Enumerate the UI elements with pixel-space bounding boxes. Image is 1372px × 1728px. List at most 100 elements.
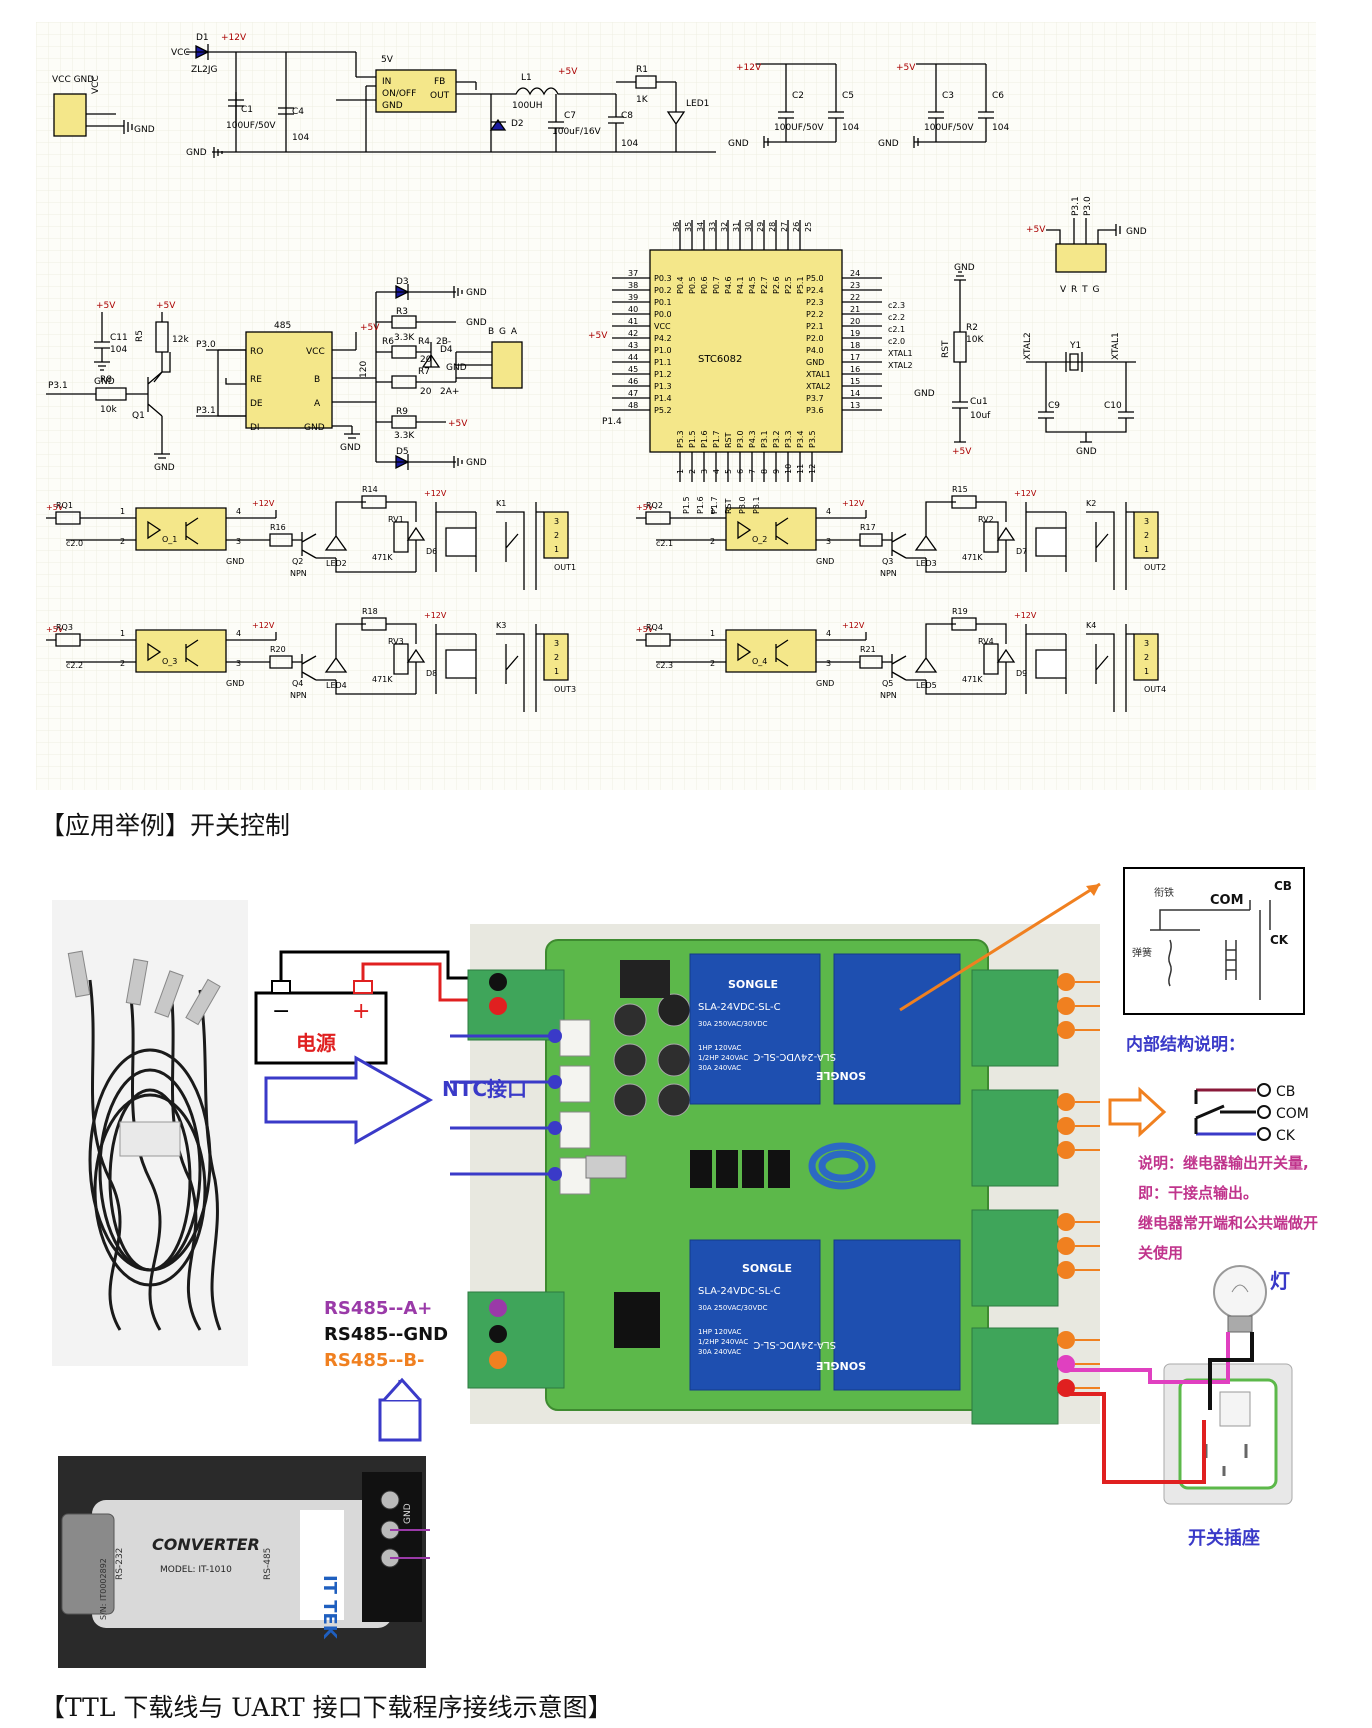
r7-label: R7 [418, 367, 430, 377]
converter-rs232: RS-232 [115, 1548, 125, 1580]
armature-label: 衔铁 [1154, 886, 1174, 899]
rs485-a-screw [489, 1299, 507, 1317]
mcu-right-pin-num: 19 [850, 329, 860, 338]
gnd-r3: GND [466, 318, 487, 328]
ch-pin3: 3 [826, 659, 831, 668]
rs485-re: RE [250, 375, 262, 385]
power-wire-positive [361, 962, 488, 1002]
ch-v5: +5V [46, 503, 64, 512]
rs485-ro: RO [250, 347, 263, 357]
mcu-left-pin-num: 48 [628, 401, 638, 410]
output-connector-1 [543, 511, 569, 559]
ch-o3: 3 [554, 639, 559, 648]
ch-rin: R16 [270, 523, 286, 532]
vrtg-label: V R T G [1060, 285, 1100, 295]
reg-out: OUT [430, 91, 450, 101]
socket-label: 开关插座 [1188, 1527, 1260, 1549]
itek-label-bg [300, 1510, 344, 1620]
reg-gnd: GND [382, 101, 403, 111]
driver-circuit [226, 510, 336, 559]
mcu-top-pin-num: 36 [672, 222, 681, 232]
output-screw [1057, 1261, 1075, 1279]
c3-label: C3 [942, 91, 954, 101]
converter-gnd: GND [403, 1503, 413, 1524]
mcu-right-pin-label: XTAL2 [806, 382, 831, 391]
mcu-right-pin-num: 24 [850, 269, 860, 278]
ntc-label: NTC接口 [442, 1077, 527, 1101]
mcu-left-pin-num: 38 [628, 281, 638, 290]
ntc-cable-coil [88, 979, 222, 1331]
r7-net: 2A+ [440, 387, 459, 397]
relay-coil-1 [445, 527, 477, 557]
xtal1-label: XTAL1 [1111, 332, 1121, 360]
mcu-bottom-pin-label: P3.2 [772, 430, 781, 448]
ch-v12b: +12V [1014, 611, 1037, 620]
mcu-left-pin-label: P0.0 [654, 310, 672, 319]
driver-circuit [816, 510, 926, 559]
mcu-right-pin-num: 21 [850, 305, 860, 314]
mcu-left-pin-num: 44 [628, 353, 638, 362]
v5-label-1: +5V [558, 67, 578, 77]
rs485-b-label: RS485--B- [324, 1350, 425, 1371]
mcu-right-pin-label: GND [806, 358, 824, 367]
mcu-bottom-pin-label: P3.5 [808, 430, 817, 448]
opto-internal [737, 639, 789, 667]
symbol-cb: CB [1276, 1084, 1295, 1100]
mcu-bottom-pin-num: 2 [688, 469, 697, 474]
r1-label: R1 [636, 65, 648, 75]
mcu-bottom-net: RST [724, 498, 733, 514]
vcc-connector [53, 93, 87, 137]
mcu-left-pin-label: P1.0 [654, 346, 672, 355]
ch-rled: R19 [952, 607, 968, 616]
power-pos-screw [489, 997, 507, 1015]
output-screw [1057, 1237, 1075, 1255]
mcu-left-pin-label: P5.2 [654, 406, 672, 415]
c9-label: C9 [1048, 401, 1060, 411]
ch-v12: +12V [842, 499, 865, 508]
ch-rq: RQ4 [646, 623, 663, 632]
mcu-top-pin-num: 25 [804, 222, 813, 232]
ch-q: Q4 [292, 679, 303, 688]
rs485-a-label: RS485--A+ [324, 1298, 432, 1319]
r4-net: 2B- [436, 337, 451, 347]
ch-pin1: 1 [120, 507, 125, 516]
led-driver [914, 617, 1016, 695]
ch-o2: 2 [1144, 531, 1149, 540]
converter-sn: S/N: IT0002892 [99, 1558, 108, 1620]
application-example-caption: 【应用举例】开关控制 [40, 811, 291, 840]
mcu-right-net: c2.0 [888, 337, 905, 346]
battery-minus: − [272, 999, 290, 1024]
ch-o2: 2 [1144, 653, 1149, 662]
relay-coil-2 [1035, 527, 1067, 557]
mcu-left-pin-num: 40 [628, 305, 638, 314]
com-terminal [1257, 1105, 1271, 1119]
ttl-uart-caption: 【TTL 下载线与 UART 接口下载程序接线示意图】 [40, 1693, 613, 1722]
converter-model: MODEL: IT-1010 [160, 1565, 232, 1575]
mcu-top-pin-label: P0.6 [700, 276, 709, 294]
d5-label: D5 [396, 447, 409, 457]
ch-gnd: GND [226, 679, 244, 688]
ch-rq: RQ1 [56, 501, 73, 510]
v5-r9: +5V [448, 419, 468, 429]
converter-logo: IT TEK [319, 1575, 340, 1640]
channel-input-wires [636, 511, 726, 541]
v5-r5: +5V [156, 301, 176, 311]
rst-v5: +5V [952, 447, 972, 457]
output-screw [1057, 1117, 1075, 1135]
rs485-ic [245, 331, 333, 429]
ch-pin3: 3 [236, 659, 241, 668]
vrtg-gnd: GND [1126, 227, 1147, 237]
vrtg-v5: +5V [1026, 225, 1046, 235]
mcu-left-pin-label: P0.2 [654, 286, 672, 295]
ch-rin: R21 [860, 645, 876, 654]
mcu-right-net: c2.1 [888, 325, 905, 334]
mcu-right-pin-num: 18 [850, 341, 860, 350]
gnd-c11: GND [94, 377, 115, 387]
orange-pointer [899, 882, 1101, 1012]
relay-1-r2: 1HP 120VAC [698, 1044, 742, 1052]
ntc-probe-tips [67, 950, 221, 1026]
ch-net: c2.2 [66, 661, 83, 670]
mcu-left-pin-label: P1.4 [654, 394, 672, 403]
mcu-right-pin-num: 23 [850, 281, 860, 290]
note-line-3: 继电器常开端和公共端做开 [1138, 1214, 1318, 1232]
